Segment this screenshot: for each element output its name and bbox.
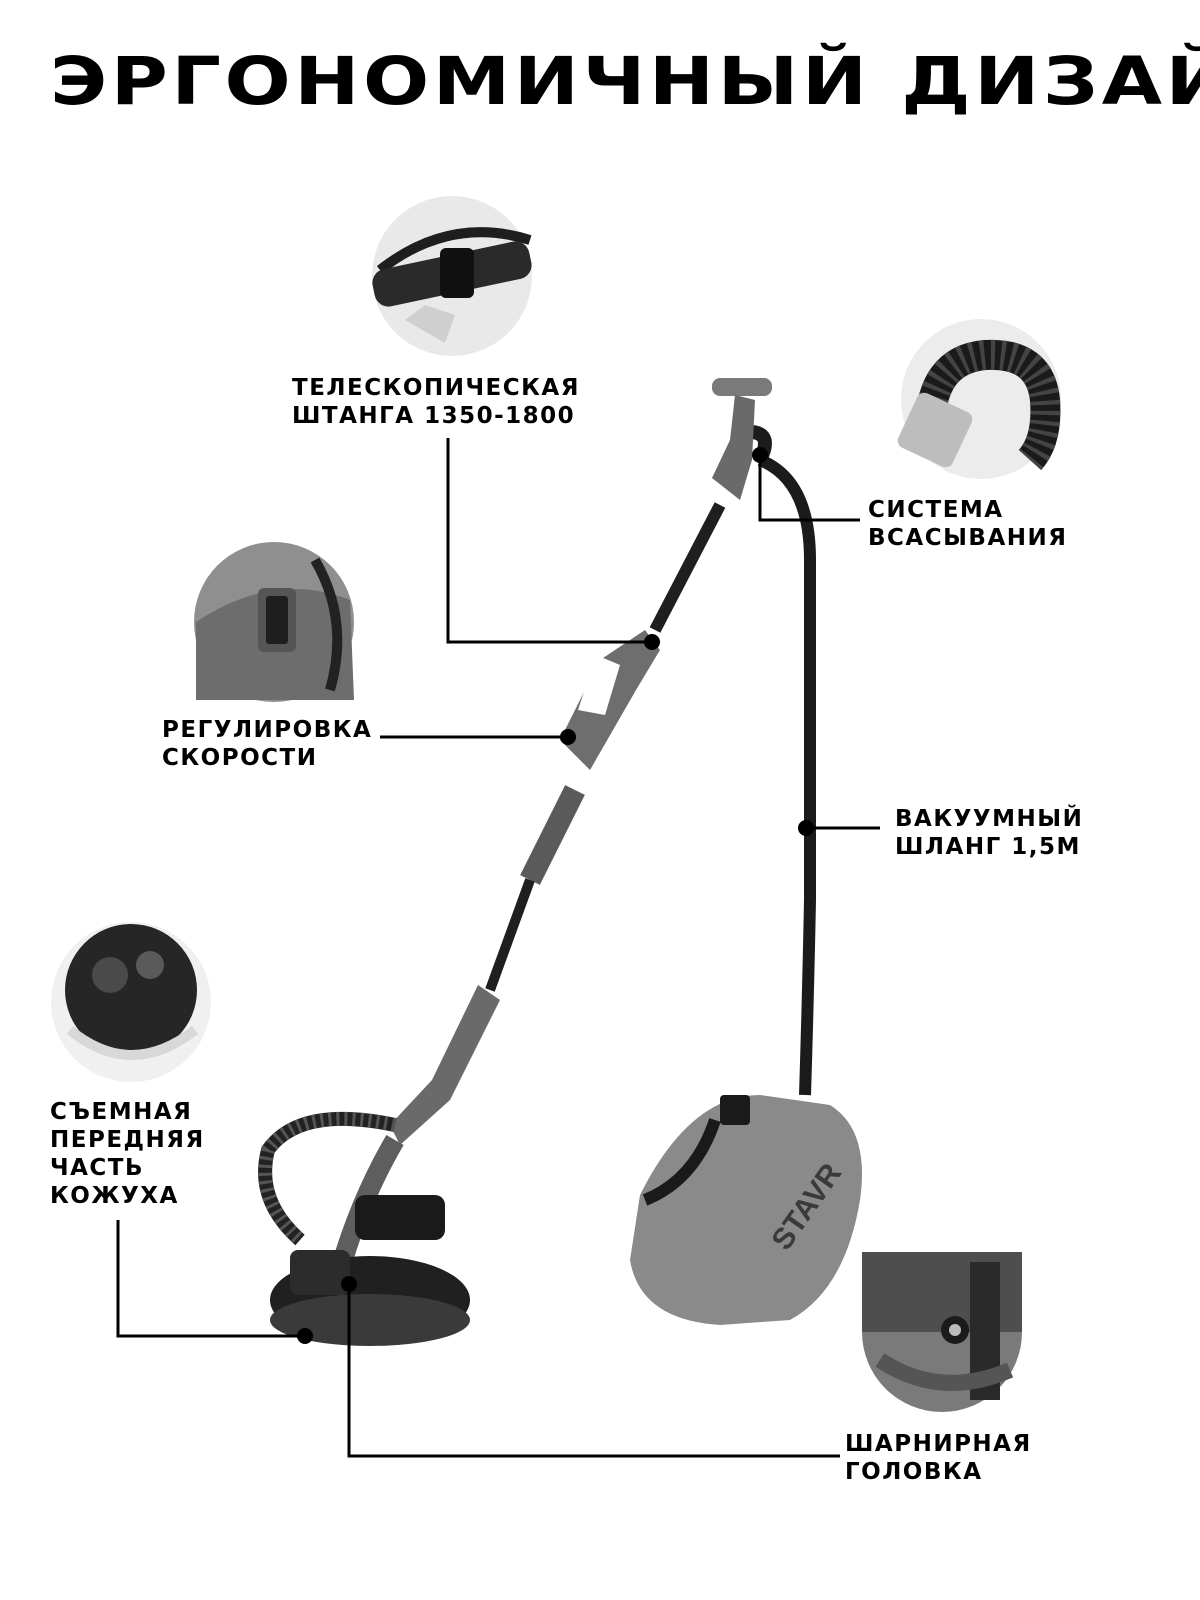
label-line: ВСАСЫВАНИЯ bbox=[868, 525, 1068, 551]
leader-dots bbox=[297, 447, 814, 1344]
label-suction-system: СИСТЕМА ВСАСЫВАНИЯ bbox=[868, 496, 1067, 552]
label-removable-cover: СЪЕМНАЯ ПЕРЕДНЯЯ ЧАСТЬ КОЖУХА bbox=[50, 1098, 205, 1210]
label-line: КОЖУХА bbox=[50, 1183, 179, 1209]
label-line: РЕГУЛИРОВКА bbox=[162, 717, 373, 743]
label-line: ШЛАНГ 1,5М bbox=[895, 834, 1081, 860]
label-line: ГОЛОВКА bbox=[845, 1459, 983, 1485]
vacuum-hose bbox=[757, 454, 816, 1096]
label-vacuum-hose: ВАКУУМНЫЙ ШЛАНГ 1,5М bbox=[895, 805, 1083, 861]
thumb-suction-hose bbox=[897, 319, 1061, 479]
label-line: СИСТЕМА bbox=[868, 497, 1004, 523]
label-telescopic-pole: ТЕЛЕСКОПИЧЕСКАЯ ШТАНГА 1350-1800 bbox=[292, 374, 580, 430]
dust-bag: STAVR bbox=[630, 1095, 862, 1325]
label-speed-control: РЕГУЛИРОВКА СКОРОСТИ bbox=[162, 716, 372, 772]
thumb-telescopic-clamp bbox=[372, 196, 532, 356]
label-line: СКОРОСТИ bbox=[162, 745, 318, 771]
thumb-speed-switch bbox=[194, 542, 354, 702]
leader-lines bbox=[116, 438, 880, 1458]
label-line: СЪЕМНАЯ bbox=[50, 1099, 193, 1125]
label-line: ЧАСТЬ bbox=[50, 1155, 144, 1181]
thumb-hinged-head bbox=[862, 1252, 1022, 1412]
label-line: ПЕРЕДНЯЯ bbox=[50, 1127, 205, 1153]
label-line: ТЕЛЕСКОПИЧЕСКАЯ bbox=[292, 375, 580, 401]
label-line: ШАРНИРНАЯ bbox=[845, 1431, 1032, 1457]
thumb-removable-cover bbox=[51, 922, 211, 1082]
telescopic-pole bbox=[330, 378, 772, 1273]
label-line: ВАКУУМНЫЙ bbox=[895, 806, 1084, 832]
sanding-head bbox=[270, 1195, 470, 1346]
page-title: ЭРГОНОМИЧНЫЙ ДИЗАЙН bbox=[50, 43, 1200, 120]
label-line: ШТАНГА 1350-1800 bbox=[292, 403, 576, 429]
label-hinged-head: ШАРНИРНАЯ ГОЛОВКА bbox=[845, 1430, 1032, 1486]
